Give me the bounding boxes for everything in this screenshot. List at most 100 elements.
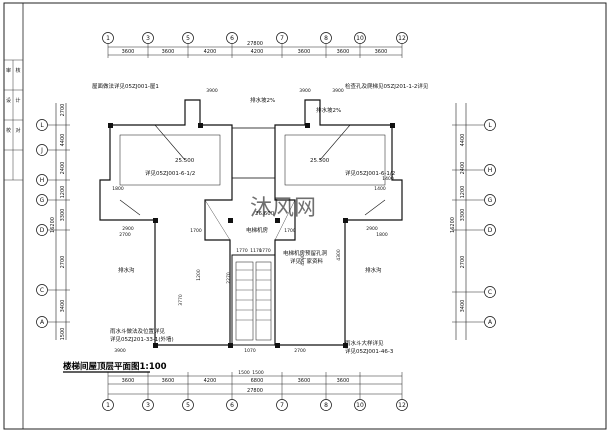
dim-top-segment: 3600 (162, 49, 175, 55)
note-mid-right: 详见05ZJ001-6-1/2 (345, 169, 395, 177)
dim-left-segment: 2700 (60, 256, 66, 269)
axis-top-bubble-label: 1 (106, 35, 110, 42)
dim-top-segment: 3600 (298, 49, 311, 55)
plan-dimension: 2270 (226, 272, 232, 284)
axis-left-bubble: L (36, 119, 48, 131)
axis-top-bubble: 12 (396, 32, 408, 44)
dim-top-segment: 4200 (251, 49, 264, 55)
plan-dimension: 1400 (382, 176, 394, 182)
axis-bottom-bubble-label: 10 (356, 402, 364, 409)
axis-bottom-bubble-label: 3 (146, 402, 150, 409)
note-bottom-right-2: 详见05ZJ001-46-3 (345, 347, 394, 355)
axis-left-bubble-label: D (40, 227, 45, 234)
axis-right-bubble: H (484, 164, 496, 176)
axis-top-bubble-label: 5 (186, 35, 190, 42)
annotations: 屋面做法详见05ZJ001-屋1 检查孔及爬梯见05ZJ201-1-2详见 排水… (92, 82, 429, 355)
axis-bottom-bubble: 6 (226, 399, 238, 411)
plan-dimension: 4300 (336, 249, 342, 261)
axis-bottom-bubble-label: 7 (280, 402, 284, 409)
axis-left-bubble: D (36, 224, 48, 236)
plan-dimension: 3900 (114, 348, 126, 354)
note-top-right: 检查孔及爬梯见05ZJ201-1-2详见 (345, 82, 429, 90)
plan-dimension: 2900 (366, 226, 378, 232)
axis-bottom-bubble: 3 (142, 399, 154, 411)
left-dimensions (55, 103, 67, 340)
title-block (3, 2, 24, 430)
axis-left-bubble-label: H (40, 177, 45, 184)
axis-left-bubble-label: G (40, 197, 45, 204)
dim-left-segment: 4400 (60, 134, 66, 147)
room-note-2: 详见厂家资料 (290, 257, 324, 265)
plan-dimension: 1070 (244, 348, 256, 354)
note-slope-2: 排水坡2% (316, 106, 341, 114)
axis-bottom-bubble-label: 8 (324, 402, 328, 409)
axis-top-bubble-label: 10 (356, 35, 364, 42)
axis-right-bubble-label: C (488, 289, 492, 296)
axis-left-bubble: H (36, 174, 48, 186)
axis-right-bubble-label: A (488, 319, 493, 326)
plan-dimension: 3900 (299, 88, 311, 94)
axis-bottom-bubble: 12 (396, 399, 408, 411)
note-bottom-left-1: 雨水斗做法及位置详见 (110, 327, 166, 335)
axis-top-bubble-label: 7 (280, 35, 284, 42)
drawing-title: 楼梯间屋顶层平面图1:100 (63, 361, 167, 372)
slope-arrows (119, 124, 386, 216)
dim-right-segment: 3400 (460, 300, 466, 313)
plan-dimension: 1770 (259, 248, 271, 254)
room-label: 电梯机房 (246, 226, 269, 234)
note-bottom-left-2: 详见05ZJ201-33-1(外墙) (110, 335, 174, 343)
axis-top-bubble: 1 (102, 32, 114, 44)
dim-bottom-total: 27800 (247, 388, 263, 394)
note-top-left: 屋面做法详见05ZJ001-屋1 (92, 82, 159, 90)
watermark: 沐风网 (250, 196, 316, 221)
axis-right-bubble-label: H (488, 167, 493, 174)
axis-bottom-bubble: 7 (276, 399, 288, 411)
plan-dimension: 3900 (206, 88, 218, 94)
axis-top-bubble-label: 6 (230, 35, 234, 42)
dim-top-segment: 3600 (375, 49, 388, 55)
axis-left-bubble: C (36, 284, 48, 296)
axis-bottom-bubble-label: 1 (106, 402, 110, 409)
plan-dimension: 1400 (374, 186, 386, 192)
dim-top-segment: 3600 (122, 49, 135, 55)
axis-right-bubble: A (484, 316, 496, 328)
dim-bottom-segment: 3600 (298, 378, 311, 384)
axis-top-bubble: 8 (320, 32, 332, 44)
plan-walls (99, 99, 403, 346)
axis-left-bubble-label: A (40, 319, 45, 326)
title-block-label: 计 (15, 97, 20, 104)
axis-top-bubble-label: 8 (324, 35, 328, 42)
dim-left-segment: 2400 (60, 162, 66, 175)
plan-dimension: 2900 (122, 226, 134, 232)
right-dimensions (455, 103, 467, 340)
plan-dimension: 1700 (284, 228, 296, 234)
axis-left-bubble: G (36, 194, 48, 206)
plan-dimension: 1700 (190, 228, 202, 234)
axis-bottom-bubble: 5 (182, 399, 194, 411)
dim-bottom-inner: 1500 (252, 370, 264, 376)
bottom-axis-bubbles: 1 3 5 6 7 8 10 12 (102, 372, 408, 411)
axis-top-bubble-label: 12 (398, 35, 406, 42)
dim-right-segment: 2700 (460, 256, 466, 269)
columns (108, 123, 395, 348)
bottom-dimensions (108, 375, 402, 395)
dim-left-segment: 1500 (60, 328, 66, 341)
note-bottom-right-1: 雨水斗大样详见 (345, 339, 384, 347)
dim-top-segment: 4200 (204, 49, 217, 55)
title-block-label: 审 (6, 67, 11, 74)
dim-left-segment: 3400 (60, 300, 66, 313)
dim-bottom-segment: 6800 (251, 378, 264, 384)
axis-left-bubble: J (36, 144, 48, 156)
axis-top-bubble-label: 3 (146, 35, 150, 42)
note-mid-left: 详见05ZJ001-6-1/2 (145, 169, 195, 177)
stairs (204, 199, 296, 321)
axis-bottom-bubble: 1 (102, 399, 114, 411)
axis-right-bubble-label: G (488, 197, 493, 204)
axis-right-bubble-label: L (488, 122, 492, 129)
